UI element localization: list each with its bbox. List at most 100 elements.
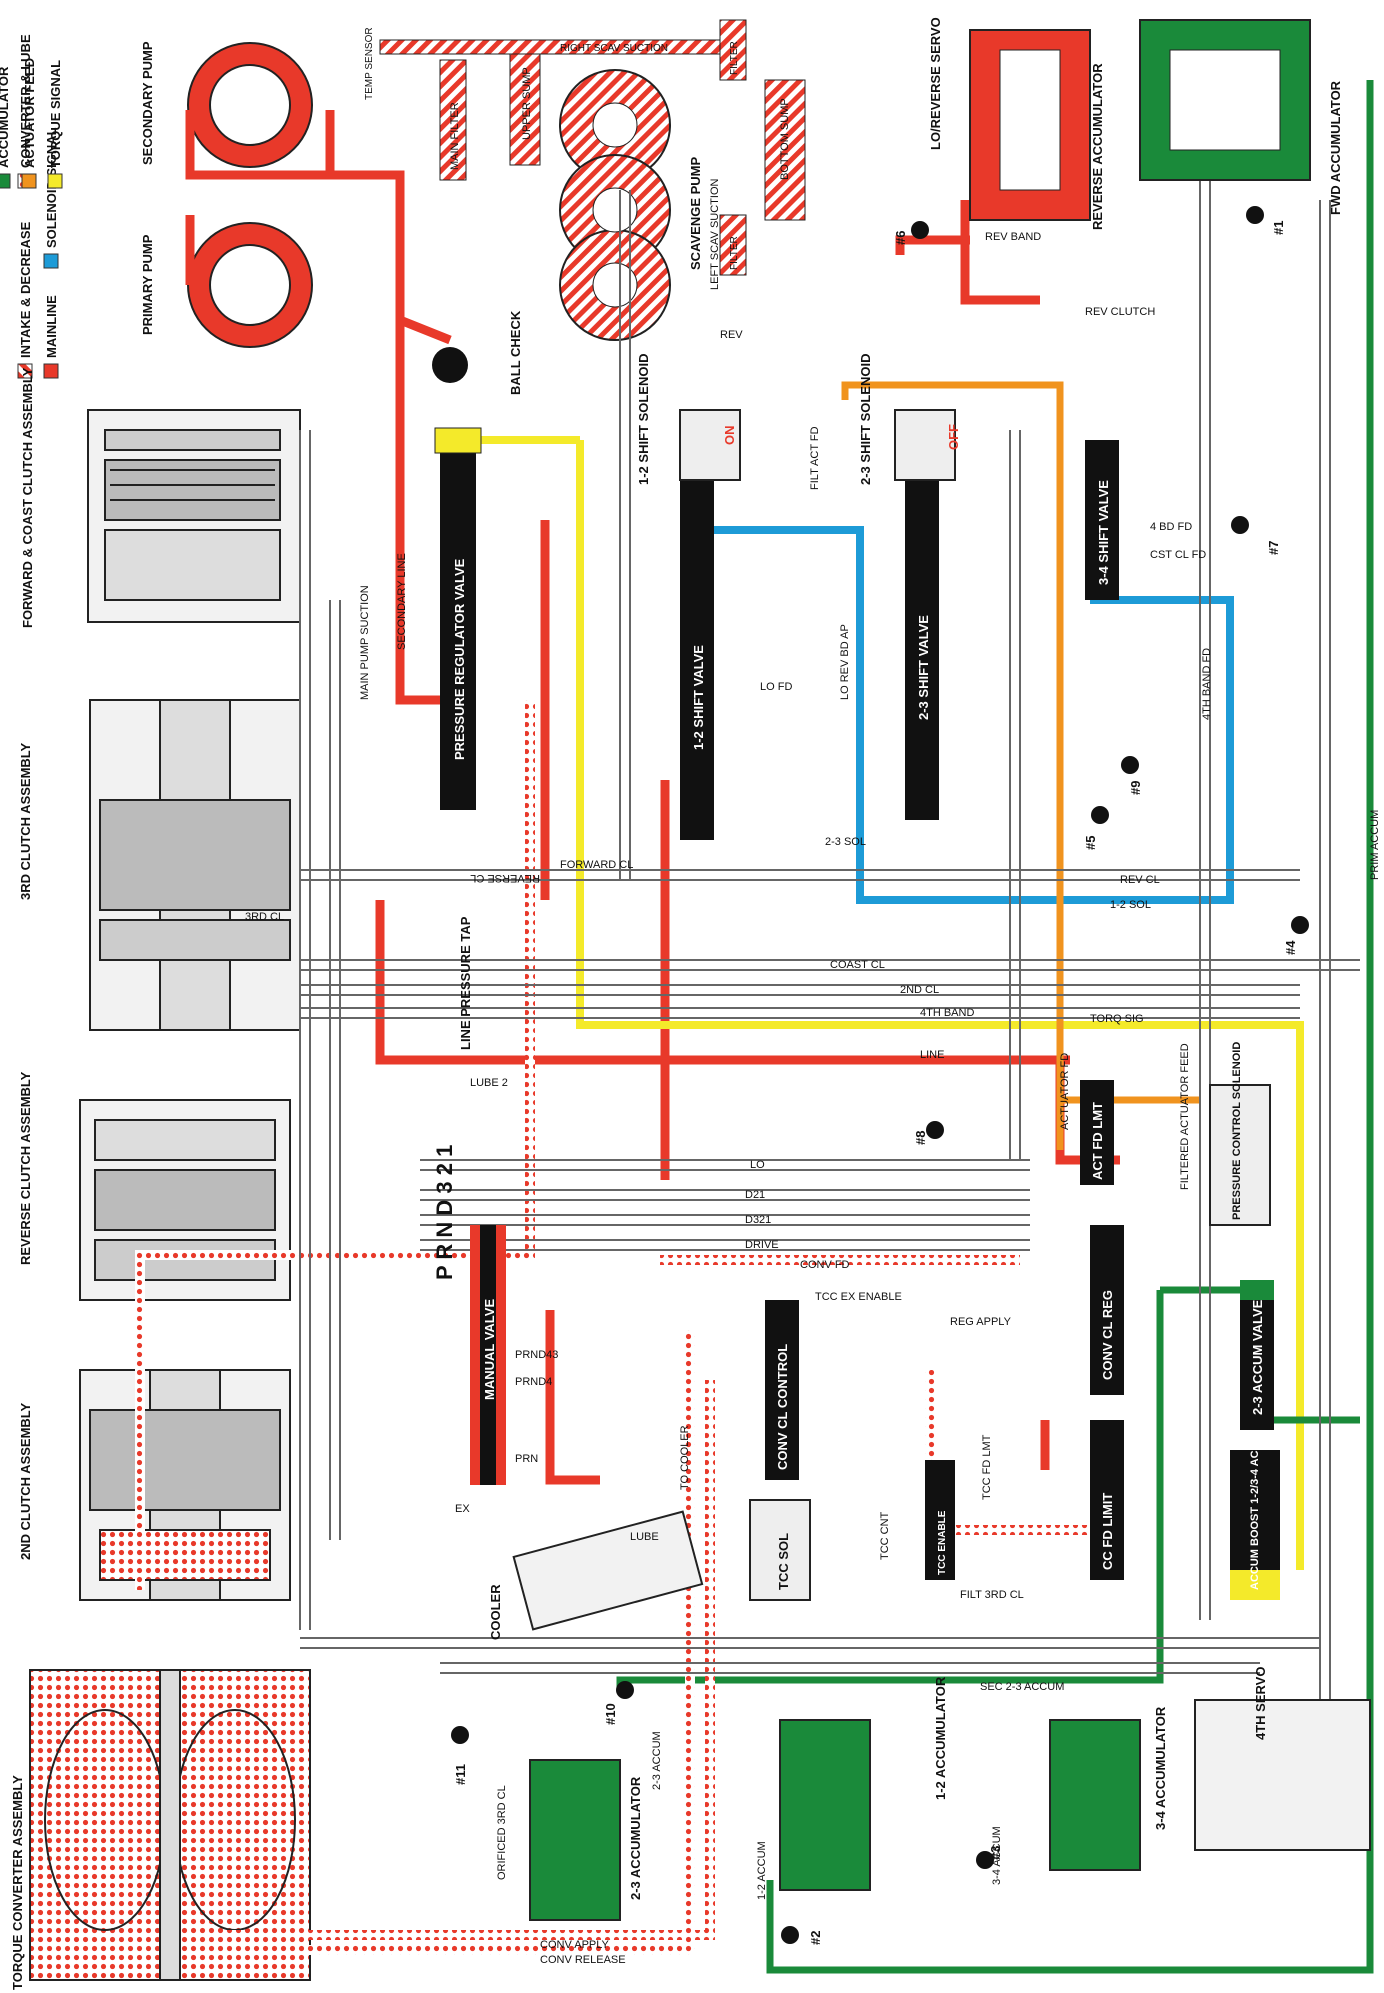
- reverse-clutch-image: [79, 1099, 291, 1301]
- assembly-labels: FORWARD & COAST CLUTCH ASSEMBLY 3RD CLUT…: [10, 367, 35, 1990]
- accum-23-passage-label: 2-3 ACCUM: [651, 1731, 663, 1790]
- cooler: [512, 1510, 704, 1631]
- forward-cl-label: FORWARD CL: [560, 859, 633, 871]
- checkball-11-label: #11: [453, 1764, 468, 1785]
- prn-label: PRN: [515, 1453, 538, 1465]
- gear-selector: P R N D 3 2 1: [432, 1145, 457, 1280]
- lo-label: LO: [750, 1159, 765, 1171]
- shift-23-label: 2-3 SHIFT VALVE: [916, 615, 931, 720]
- lo-reverse-servo-label: LO/REVERSE SERVO: [928, 17, 943, 150]
- shift-34-label: 3-4 SHIFT VALVE: [1096, 480, 1111, 585]
- filt-3rd-cl-label: FILT 3RD CL: [960, 1589, 1024, 1601]
- lube2-label: LUBE 2: [470, 1077, 508, 1089]
- checkball-2-label: #2: [808, 1931, 823, 1945]
- checkball-8: [926, 1121, 944, 1139]
- checkball-7: [1231, 516, 1249, 534]
- accum-23: [529, 1759, 621, 1921]
- second-cl-label: 2ND CL: [900, 984, 939, 996]
- shift-34-valve: [1085, 440, 1119, 600]
- second-clutch-image: [79, 1369, 291, 1601]
- tcc-solenoid: [749, 1499, 811, 1601]
- checkball-1: [1246, 206, 1264, 224]
- pressure-regulator-label: PRESSURE REGULATOR VALVE: [452, 558, 467, 760]
- accum-boost-label: ACCUM BOOST 1-2/3-4 ACC: [1249, 1442, 1261, 1590]
- cc-fd-limit-label: CC FD LIMIT: [1100, 1493, 1115, 1570]
- fourth-bd-fd-label: 4 BD FD: [1150, 521, 1192, 533]
- accum-23-valve-label: 2-3 ACCUM VALVE: [1250, 1299, 1265, 1415]
- prnd4-label: PRND4: [515, 1376, 552, 1388]
- d321-label: D321: [745, 1214, 771, 1226]
- cc-fd-limit-valve: [1090, 1420, 1124, 1580]
- conv-release-label: CONV RELEASE: [540, 1954, 626, 1966]
- third-clutch-image: [89, 699, 301, 1031]
- conv-cl-control-label: CONV CL CONTROL: [775, 1344, 790, 1470]
- rev-band-label: REV BAND: [985, 231, 1041, 243]
- shift-12-label: 1-2 SHIFT VALVE: [691, 645, 706, 750]
- lube-label: LUBE: [630, 1531, 659, 1543]
- legend-accumulator: ACCUMULATOR: [0, 66, 11, 168]
- d21-label: D21: [745, 1189, 765, 1201]
- filt-act-fd-label: FILT ACT FD: [809, 426, 821, 490]
- solenoids: 1-2 SHIFT SOLENOID ON 2-3 SHIFT SOLENOID…: [636, 354, 1271, 1601]
- accum-12-label: 1-2 ACCUMULATOR: [933, 1676, 948, 1800]
- line-label: LINE: [920, 1049, 944, 1061]
- accum-34-label: 3-4 ACCUMULATOR: [1153, 1706, 1168, 1830]
- main-pump-suction-label: MAIN PUMP SUCTION: [359, 585, 371, 700]
- sol-23-label: 2-3 SOL: [825, 836, 866, 848]
- conv-fd-label: CONV FD: [800, 1259, 850, 1271]
- lo-fd-label: LO FD: [760, 681, 792, 693]
- tcc-cnt-label: TCC CNT: [879, 1511, 891, 1560]
- legend: INTAKE & DECREASE CONVERTER & LUBE MAINL…: [0, 34, 63, 379]
- coast-cl-label: COAST CL: [830, 959, 885, 971]
- valves: PRESSURE REGULATOR VALVE 1-2 SHIFT VALVE…: [434, 427, 1280, 1600]
- torque-converter-label: TORQUE CONVERTER ASSEMBLY: [10, 1775, 25, 1990]
- manual-valve-label: MANUAL VALVE: [482, 1299, 497, 1400]
- bottom-sump-label: BOTTOM SUMP: [779, 98, 791, 180]
- reg-apply-label: REG APPLY: [950, 1316, 1012, 1328]
- fourth-servo-label: 4TH SERVO: [1253, 1667, 1268, 1740]
- checkball-10-label: #10: [603, 1703, 618, 1725]
- shift-23-solenoid-label: 2-3 SHIFT SOLENOID: [858, 354, 873, 485]
- shift-12-valve: [680, 480, 714, 840]
- shift-12-solenoid-label: 1-2 SHIFT SOLENOID: [636, 354, 651, 485]
- checkball-6: [911, 221, 929, 239]
- checkballs: #6 #1 #7 #4 #9 #5 #8 #10 #11 #2 #3: [451, 206, 1309, 1945]
- checkball-9: [1121, 756, 1139, 774]
- accum-23-valve: [1240, 1280, 1274, 1430]
- line-pressure-tap-label: LINE PRESSURE TAP: [458, 916, 473, 1050]
- torque-signal-passages: [440, 436, 1304, 1570]
- accum-12-passage-label: 1-2 ACCUM: [756, 1841, 768, 1900]
- accum-23-label: 2-3 ACCUMULATOR: [628, 1776, 643, 1900]
- prnd43-label: PRND43: [515, 1349, 558, 1361]
- mainline-passages: [185, 110, 1120, 1485]
- tcc-enable-valve: [925, 1460, 955, 1580]
- accum-12: [779, 1719, 871, 1891]
- shift-12-solenoid: [679, 409, 741, 481]
- main-filter-box: [439, 59, 467, 181]
- pressure-regulator-valve: [440, 430, 476, 810]
- act-fd-lmt-label: ACT FD LMT: [1090, 1102, 1105, 1180]
- checkball-3: [976, 1851, 994, 1869]
- rev-label: REV: [720, 329, 743, 341]
- scavenge-pump-label: SCAVENGE PUMP: [688, 157, 703, 270]
- passage-labels: FORWARD CL REVERSE CL 3RD CL COAST CL 2N…: [245, 231, 1381, 1966]
- orificed-3rd-cl-label: ORIFICED 3RD CL: [496, 1785, 508, 1880]
- checkball-10: [616, 1681, 634, 1699]
- checkball-5-label: #5: [1083, 836, 1098, 850]
- temp-sensor-label: TEMP SENSOR: [364, 27, 375, 100]
- cooler-label: COOLER: [488, 1584, 503, 1640]
- checkball-5: [1091, 806, 1109, 824]
- solenoid-signal-passages: [686, 526, 1234, 904]
- servos: LO/REVERSE SERVO REVERSE ACCUMULATOR FWD…: [458, 17, 1371, 1921]
- fourth-band-label: 4TH BAND: [920, 1007, 974, 1019]
- secondary-pump-label: SECONDARY PUMP: [140, 41, 155, 165]
- accum-34: [1049, 1719, 1141, 1871]
- filtered-actuator-feed-label: FILTERED ACTUATOR FEED: [1179, 1043, 1191, 1190]
- tcc-solenoid-label: TCC SOL: [776, 1533, 791, 1590]
- conv-cl-reg-label: CONV CL REG: [1100, 1290, 1115, 1380]
- bottom-sump-box: [764, 79, 806, 221]
- shift-23-solenoid: [894, 409, 956, 481]
- sol-12-label: 1-2 SOL: [1110, 899, 1151, 911]
- checkball-4-label: #4: [1283, 940, 1298, 955]
